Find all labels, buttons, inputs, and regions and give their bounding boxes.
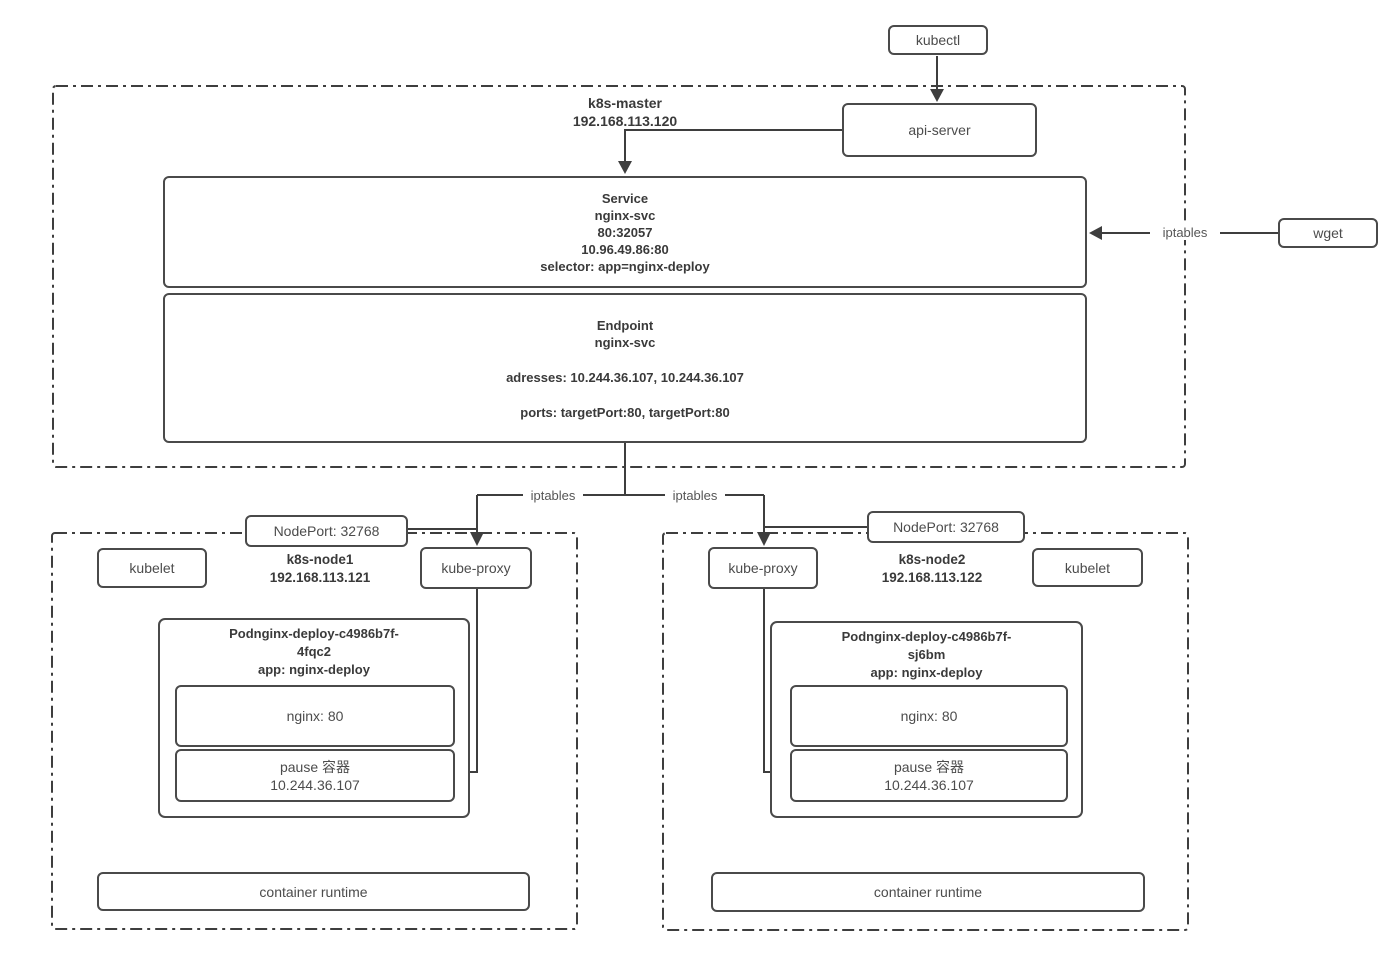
- pod-box-node1: Podnginx-deploy-c4986b7f- 4fqc2 app: ngi…: [158, 618, 470, 818]
- service-title: Service: [601, 190, 649, 206]
- pause-container-box-node1: pause 容器 10.244.36.107: [175, 749, 455, 802]
- kube-proxy-box-node1: kube-proxy: [420, 547, 532, 589]
- k8s-master-dashed-border: [52, 85, 1186, 468]
- pod2-title-line2: sj6bm: [907, 647, 946, 662]
- pod1-title-line1: Podnginx-deploy-c4986b7f-: [229, 626, 399, 641]
- endpoint-addresses: adresses: 10.244.36.107, 10.244.36.107: [506, 370, 744, 385]
- kube-proxy-label-node2: kube-proxy: [728, 560, 798, 576]
- nodeport-box-node2: NodePort: 32768: [867, 511, 1025, 543]
- arrow-iptables-to-kubeproxy1: [470, 495, 484, 546]
- pause-ip-node2: 10.244.36.107: [884, 776, 974, 793]
- endpoint-box: Endpoint nginx-svc adresses: 10.244.36.1…: [163, 293, 1087, 443]
- service-cluster-ip: 10.96.49.86:80: [581, 241, 669, 257]
- iptables-label-node2: iptables: [665, 488, 725, 503]
- k8s-node1-name: k8s-node1: [286, 552, 354, 567]
- wget-label: wget: [1313, 225, 1343, 241]
- k8s-node2-ip: 192.168.113.122: [881, 570, 983, 585]
- nginx-container-box-node2: nginx: 80: [790, 685, 1068, 747]
- k8s-master-title: k8s-master 192.168.113.120: [525, 94, 725, 130]
- pod2-title-line1: Podnginx-deploy-c4986b7f-: [841, 629, 1012, 644]
- container-runtime-label-node1: container runtime: [259, 883, 368, 900]
- kubelet-label-node2: kubelet: [1064, 559, 1111, 576]
- arrow-iptables-to-kubeproxy2: [757, 495, 771, 546]
- k8s-master-ip: 192.168.113.120: [572, 113, 678, 129]
- arrow-apiserver-to-service: [618, 129, 842, 174]
- arrow-kubectl-to-apiserver: [930, 56, 944, 102]
- endpoint-ports: ports: targetPort:80, targetPort:80: [520, 405, 730, 420]
- container-runtime-label-node2: container runtime: [873, 884, 983, 900]
- kubelet-box-node2: kubelet: [1032, 548, 1143, 587]
- wget-box: wget: [1278, 218, 1378, 248]
- service-name: nginx-svc: [594, 207, 656, 223]
- service-ports: 80:32057: [597, 224, 653, 240]
- pause-container-box-node2: pause 容器 10.244.36.107: [790, 749, 1068, 802]
- container-runtime-box-node1: container runtime: [97, 872, 530, 911]
- pause-ip-node1: 10.244.36.107: [270, 776, 360, 793]
- pause-label-node2: pause 容器: [893, 758, 965, 775]
- nodeport-label-node1: NodePort: 32768: [273, 523, 380, 539]
- kubelet-box-node1: kubelet: [97, 548, 207, 588]
- nginx-label-node2: nginx: 80: [900, 708, 958, 724]
- nodeport-label-node2: NodePort: 32768: [893, 519, 999, 535]
- container-runtime-box-node2: container runtime: [711, 872, 1145, 912]
- iptables-label-node1: iptables: [523, 488, 583, 503]
- kubectl-box: kubectl: [888, 25, 988, 55]
- k8s-node2-title: k8s-node2 192.168.113.122: [857, 551, 1007, 587]
- nginx-label-node1: nginx: 80: [286, 708, 344, 724]
- pod1-title-line2: 4fqc2: [297, 644, 331, 659]
- pod2-title-line3: app: nginx-deploy: [870, 665, 983, 680]
- kubelet-label-node1: kubelet: [129, 560, 175, 576]
- kubectl-label: kubectl: [915, 32, 961, 48]
- pod1-title-line3: app: nginx-deploy: [258, 662, 370, 677]
- kube-proxy-label-node1: kube-proxy: [441, 560, 511, 576]
- api-server-label: api-server: [908, 122, 971, 138]
- nginx-container-box-node1: nginx: 80: [175, 685, 455, 747]
- service-box: Service nginx-svc 80:32057 10.96.49.86:8…: [163, 176, 1087, 288]
- k8s-node1-title: k8s-node1 192.168.113.121: [245, 551, 395, 587]
- k8s-master-name: k8s-master: [588, 95, 662, 111]
- iptables-label-wget: iptables: [1150, 225, 1220, 240]
- nodeport-box-node1: NodePort: 32768: [245, 515, 408, 547]
- pause-label-node1: pause 容器: [279, 758, 351, 775]
- endpoint-title: Endpoint: [596, 318, 654, 333]
- kube-proxy-box-node2: kube-proxy: [708, 547, 818, 589]
- k8s-node2-name: k8s-node2: [898, 552, 966, 567]
- k8s-node1-ip: 192.168.113.121: [269, 570, 371, 585]
- endpoint-name: nginx-svc: [594, 335, 656, 350]
- service-selector: selector: app=nginx-deploy: [540, 258, 710, 274]
- pod-box-node2: Podnginx-deploy-c4986b7f- sj6bm app: ngi…: [770, 621, 1083, 818]
- api-server-box: api-server: [842, 103, 1037, 157]
